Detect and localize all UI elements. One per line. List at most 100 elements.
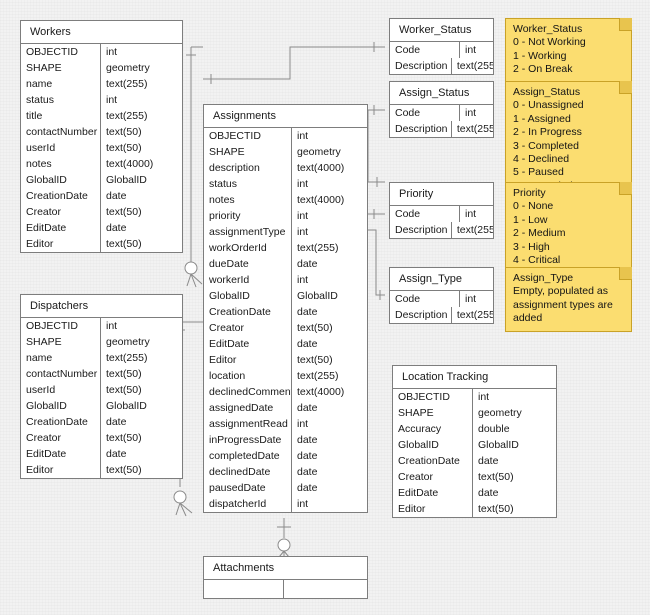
field-name: SHAPE — [21, 334, 101, 350]
field-name: GlobalID — [21, 398, 101, 414]
field-type: text(4000) — [297, 194, 345, 206]
note-fold-icon — [619, 18, 632, 31]
field-name: OBJECTID — [21, 44, 101, 60]
note-title: Worker_Status — [513, 23, 583, 35]
field-type: text(50) — [297, 322, 333, 334]
field-name: OBJECTID — [393, 389, 473, 405]
field-type: GlobalID — [106, 400, 147, 412]
field-name: Code — [390, 206, 460, 222]
field-type: text(255) — [106, 352, 148, 364]
field-row — [204, 580, 367, 598]
field-row: CreationDate date — [21, 414, 182, 430]
field-type: date — [106, 416, 127, 428]
field-type: int — [297, 418, 309, 430]
entity-attachments[interactable]: Attachments — [203, 556, 368, 599]
field-type: date — [297, 402, 318, 414]
field-type: date — [478, 487, 499, 499]
field-type: date — [297, 466, 318, 478]
crowsfoot-workerid — [184, 261, 203, 288]
wire-assign-type — [368, 229, 385, 296]
entity-title: Dispatchers — [21, 295, 182, 318]
field-name: location — [204, 368, 292, 384]
note-line: 4 - Declined — [513, 153, 570, 166]
field-type: date — [106, 222, 127, 234]
note-line: 0 - None — [513, 200, 554, 213]
field-name: completedDate — [204, 448, 292, 464]
field-name: GlobalID — [393, 437, 473, 453]
field-type: text(50) — [106, 432, 142, 444]
field-type: int — [297, 226, 309, 238]
field-name: name — [21, 350, 101, 366]
entity-title: Worker_Status — [390, 19, 493, 42]
field-name — [204, 580, 284, 598]
field-name: Creator — [204, 320, 292, 336]
field-type: int — [297, 210, 309, 222]
field-name: inProgressDate — [204, 432, 292, 448]
note-line: 1 - Low — [513, 213, 548, 226]
field-name: userId — [21, 382, 101, 398]
field-type: text(50) — [106, 126, 142, 138]
field-type: text(50) — [106, 238, 142, 250]
field-name: CreationDate — [204, 304, 292, 320]
field-name: OBJECTID — [204, 128, 292, 144]
field-type: text(50) — [106, 142, 142, 154]
note-line: 3 - High — [513, 240, 550, 253]
field-type: text(50) — [297, 354, 333, 366]
field-name: userId — [21, 140, 101, 156]
field-type: geometry — [297, 146, 341, 158]
field-name: Code — [390, 105, 460, 121]
field-name: declinedDate — [204, 464, 292, 480]
field-name: notes — [204, 192, 292, 208]
note-title: Assign_Type — [513, 272, 574, 284]
field-name: CreationDate — [21, 414, 101, 430]
field-name: EditDate — [21, 220, 101, 236]
field-row: SHAPE geometry — [204, 144, 367, 160]
field-row: notes text(4000) — [204, 192, 367, 208]
field-list — [204, 580, 367, 598]
field-type: text(50) — [106, 384, 142, 396]
field-row: contactNumber text(50) — [21, 124, 182, 140]
field-type: text(255) — [297, 370, 339, 382]
field-name: title — [21, 108, 101, 124]
field-name: workerId — [204, 272, 292, 288]
note-line: 2 - In Progress — [513, 126, 582, 139]
field-row: OBJECTID int — [393, 389, 556, 405]
field-name: EditDate — [204, 336, 292, 352]
field-name: contactNumber — [21, 124, 101, 140]
field-name: SHAPE — [204, 144, 292, 160]
field-type: int — [478, 391, 490, 403]
field-row: CreationDate date — [204, 304, 367, 320]
field-type: date — [297, 306, 318, 318]
entity-title: Attachments — [204, 557, 367, 580]
note-line: 0 - Unassigned — [513, 99, 584, 112]
